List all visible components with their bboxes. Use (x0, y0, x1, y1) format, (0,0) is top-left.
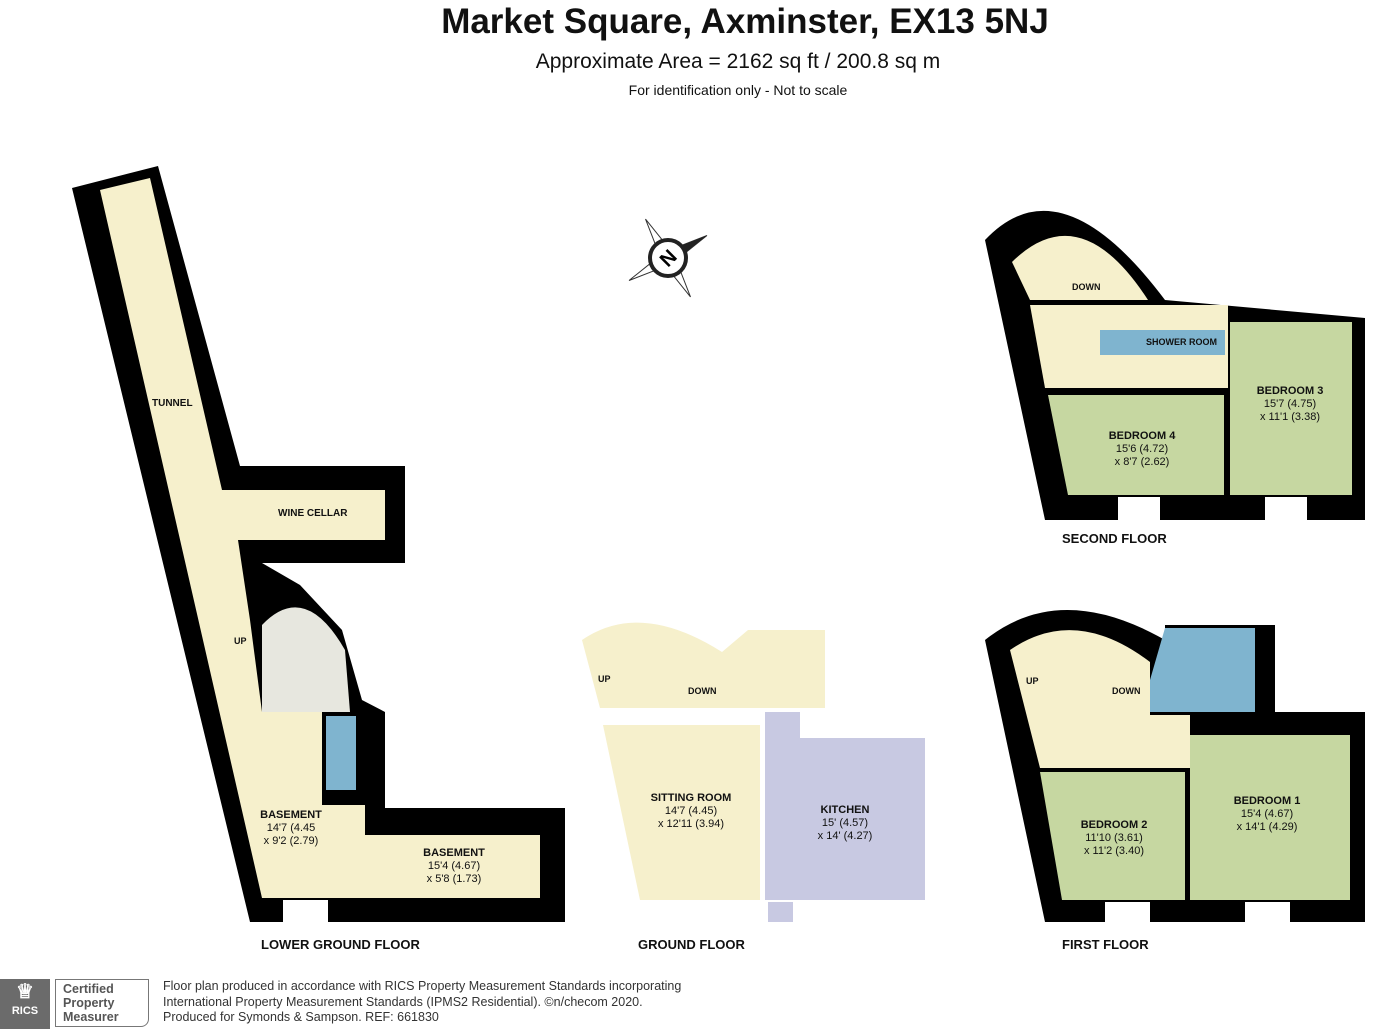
second-floor-plan (985, 210, 1365, 520)
floor-label-ground: GROUND FLOOR (638, 937, 745, 952)
staircase (262, 607, 350, 712)
up-label: UP (234, 636, 247, 646)
floor-label-lower-ground: LOWER GROUND FLOOR (261, 937, 420, 952)
kitchen (765, 712, 925, 900)
shower-room-label: SHOWER ROOM (1146, 337, 1217, 347)
shower-room (1100, 330, 1225, 355)
bedroom-4 (1048, 395, 1224, 495)
up-label: UP (1026, 676, 1039, 686)
floor-label-second: SECOND FLOOR (1062, 531, 1167, 546)
down-label: DOWN (688, 686, 717, 696)
footer-text: Floor plan produced in accordance with R… (163, 979, 682, 1024)
down-label: DOWN (1072, 282, 1101, 292)
bedroom-3 (1230, 322, 1352, 495)
bathroom (1150, 628, 1255, 712)
area-summary: Approximate Area = 2162 sq ft / 200.8 sq… (535, 50, 941, 73)
floor-label-first: FIRST FLOOR (1062, 937, 1149, 952)
wine-cellar-label: WINE CELLAR (278, 508, 348, 519)
rics-logo: ♕RICS (0, 979, 50, 1029)
lower-ground-floor-plan (72, 166, 565, 922)
sitting-room (603, 725, 760, 900)
wc (326, 716, 356, 790)
tunnel-label: TUNNEL (152, 398, 193, 409)
disclaimer: For identification only - Not to scale (628, 82, 848, 98)
bedroom-2 (1040, 772, 1185, 900)
ground-floor-plan (582, 622, 925, 922)
first-floor-plan (985, 610, 1365, 922)
compass-icon: N (628, 218, 708, 298)
down-label: DOWN (1112, 686, 1141, 696)
bedroom-1 (1190, 735, 1350, 900)
page-title: Market Square, Axminster, EX13 5NJ (441, 2, 1049, 41)
up-label: UP (598, 674, 611, 684)
